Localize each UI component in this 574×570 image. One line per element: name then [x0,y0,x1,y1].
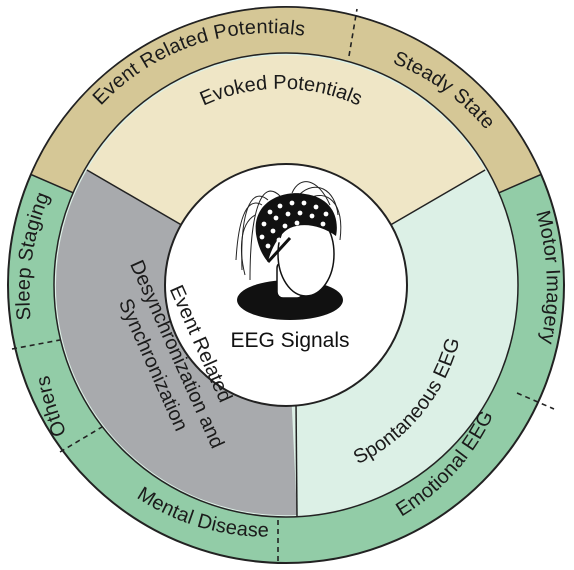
center-label: EEG Signals [230,329,349,352]
inner-zone-outline [53,52,519,518]
divider-evoked-erd [86,169,186,228]
erd-ers-sector [55,170,297,516]
outer-ring-dashed-dividers [11,8,555,563]
divider-erd-spontaneous [295,401,298,518]
eeg-cap-head-icon [235,181,343,320]
divider-evoked-spontaneous [386,169,486,228]
